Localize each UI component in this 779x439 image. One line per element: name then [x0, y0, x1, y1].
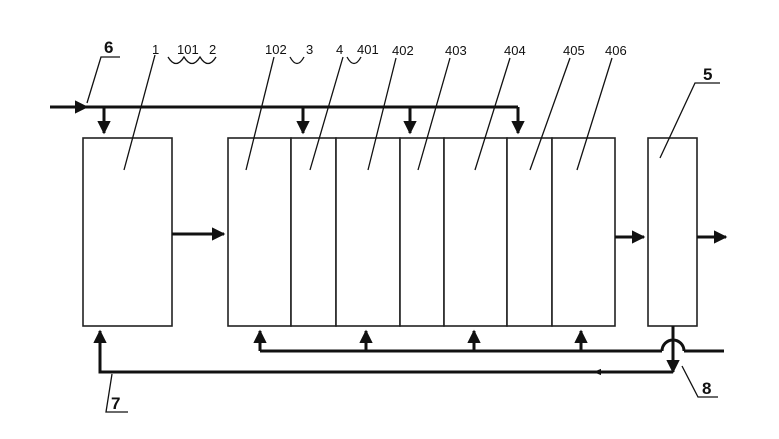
leader-5 — [659, 82, 720, 159]
label-8: 8 — [702, 379, 711, 398]
label-404: 404 — [504, 43, 526, 58]
vessel-5 — [647, 137, 698, 327]
label-3: 3 — [306, 42, 313, 57]
compartment-401 — [290, 137, 337, 327]
vessel-1 — [82, 137, 173, 327]
label-401: 401 — [357, 42, 379, 57]
leader-404 — [474, 57, 511, 171]
compartment-402 — [335, 137, 401, 327]
leader-102 — [245, 56, 275, 171]
compartment-403 — [399, 137, 445, 327]
vessel-102 — [227, 137, 292, 327]
label-4: 4 — [336, 42, 343, 57]
leader-4 — [309, 56, 344, 171]
leader-402 — [367, 57, 397, 171]
leader-8 — [681, 365, 718, 398]
label-7: 7 — [111, 394, 120, 413]
wave-101-2 — [167, 55, 217, 65]
recycle-line-7 — [93, 329, 673, 374]
leader-405 — [529, 57, 571, 171]
wave-4-401 — [346, 56, 362, 65]
leader-406 — [576, 57, 613, 171]
label-403: 403 — [445, 43, 467, 58]
leader-1 — [123, 54, 156, 171]
leader-403 — [417, 57, 451, 171]
label-102: 102 — [265, 42, 287, 57]
label-405: 405 — [563, 43, 585, 58]
compartment-406 — [551, 137, 616, 327]
label-6: 6 — [104, 38, 113, 57]
wave-102-3 — [289, 56, 305, 65]
label-2: 2 — [209, 42, 216, 57]
label-402: 402 — [392, 43, 414, 58]
compartment-404 — [443, 137, 508, 327]
compartment-405 — [506, 137, 553, 327]
leader-6 — [86, 56, 120, 104]
label-5: 5 — [703, 65, 712, 84]
label-101: 101 — [177, 42, 199, 57]
label-406: 406 — [605, 43, 627, 58]
leader-7 — [105, 373, 128, 413]
label-1: 1 — [152, 42, 159, 57]
